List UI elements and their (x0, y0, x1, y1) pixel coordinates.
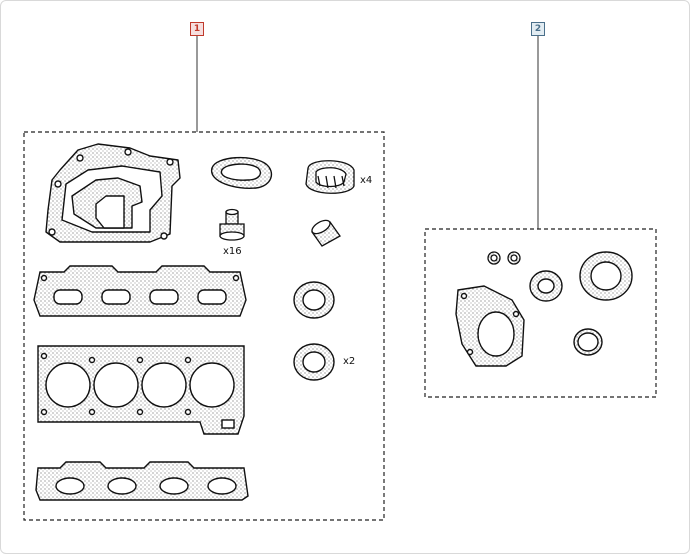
crankshaft-seal (579, 251, 633, 301)
intake-port-seal (305, 160, 355, 194)
group-box-2 (424, 228, 657, 398)
callout-1-badge[interactable]: 1 (190, 22, 204, 36)
head-gasket (37, 345, 245, 435)
quantity-label-oil-seal: x2 (343, 356, 356, 367)
camshaft-seal (529, 270, 563, 302)
group-box-1 (23, 131, 385, 521)
valve-cover-gasket (33, 265, 247, 317)
quantity-label-valve-stem-seal: x16 (223, 246, 242, 257)
valve-stem-seal (219, 208, 245, 241)
exhaust-manifold-gasket (35, 461, 249, 501)
o-ring-large (573, 328, 603, 356)
housing-gasket (211, 156, 273, 189)
water-pump-gasket (455, 285, 525, 367)
oil-seal-1 (293, 281, 335, 319)
small-o-ring-1 (487, 251, 501, 265)
sleeve-seal (311, 219, 341, 247)
small-o-ring-2 (507, 251, 521, 265)
timing-cover-gasket (45, 143, 181, 243)
oil-seal-2 (293, 343, 335, 381)
quantity-label-intake-seal: x4 (360, 175, 373, 186)
callout-2-badge[interactable]: 2 (531, 22, 545, 36)
